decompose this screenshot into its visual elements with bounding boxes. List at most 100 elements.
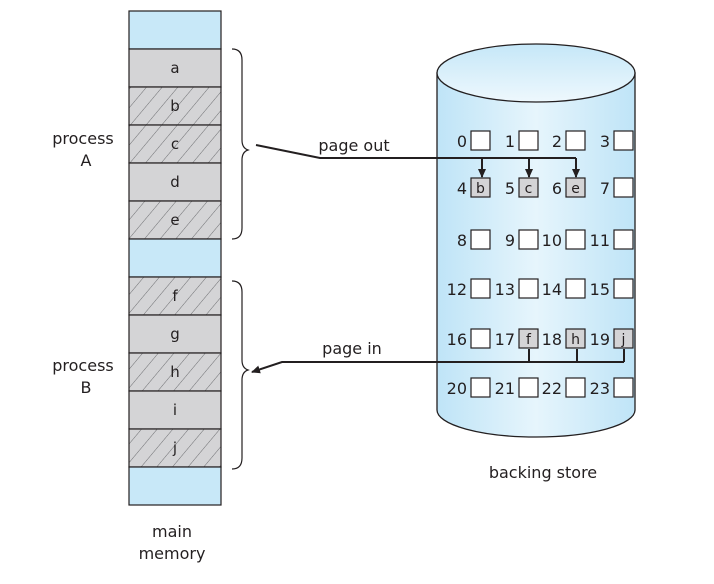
slot-number: 20 [447,379,467,398]
slot-number: 7 [600,179,610,198]
slot-box [518,328,539,349]
slot-number: 6 [552,179,562,198]
slot-box [613,278,634,299]
memory-frame [128,276,222,316]
slot-box [613,377,634,398]
memory-frame [128,238,222,278]
memory-frame-label: h [170,363,180,381]
backing-store-slot: 12 [447,278,491,299]
slot-page-label: f [526,332,532,348]
backing-store-slot: 17 f [495,328,539,349]
process-b-label-line1: process [52,356,113,375]
backing-store-slot: 15 [590,278,634,299]
memory-frame-label: e [170,211,179,229]
memory-frame [128,86,222,126]
slot-number: 21 [495,379,515,398]
slot-number: 14 [542,280,562,299]
backing-store-slot: 14 [542,278,586,299]
slot-number: 18 [542,330,562,349]
slot-box [470,328,491,349]
backing-store-slot: 21 [495,377,539,398]
process-b-label-line2: B [81,378,92,397]
slot-number: 11 [590,231,610,250]
memory-frame-label: c [171,135,179,153]
slot-number: 10 [542,231,562,250]
memory-frame [128,466,222,506]
process-a-label-line2: A [81,151,92,170]
page-in-arrow [251,349,625,374]
slot-number: 9 [505,231,515,250]
slot-page-label: j [621,332,626,348]
slot-box [613,229,634,250]
backing-store-slot: 3 [600,130,634,151]
process-a-label-line1: process [52,129,113,148]
slot-box [613,177,634,198]
memory-frame-label: j [172,439,177,457]
slot-page-label: b [476,181,485,197]
slot-box [470,229,491,250]
backing-store-slot: 10 [542,229,586,250]
backing-store-slot: 1 [505,130,539,151]
slot-box [518,377,539,398]
slot-number: 4 [457,179,467,198]
slot-box [565,229,586,250]
slot-number: 23 [590,379,610,398]
page-out-label: page out [318,136,389,155]
slot-page-label: e [571,181,580,197]
memory-frame-label: f [172,287,178,305]
backing-store-slot: 2 [552,130,586,151]
memory-frame [128,48,222,88]
slot-number: 13 [495,280,515,299]
slot-number: 15 [590,280,610,299]
backing-store-slot: 18 h [542,328,586,349]
slot-number: 1 [505,132,515,151]
slot-box [565,328,586,349]
slot-box [565,377,586,398]
backing-store-caption: backing store [489,463,597,482]
memory-frame-label: i [173,401,177,419]
memory-frame [128,428,222,468]
slot-box [470,377,491,398]
slot-box [518,229,539,250]
slot-number: 2 [552,132,562,151]
main-memory-caption-line2: memory [139,544,206,563]
memory-frame [128,10,222,50]
backing-store-slot: 9 [505,229,539,250]
backing-store-slot: 7 [600,177,634,198]
main-memory-caption-line1: main [152,522,192,541]
backing-store-slot: 23 [590,377,634,398]
slot-number: 17 [495,330,515,349]
slot-box [565,278,586,299]
slot-number: 12 [447,280,467,299]
slot-number: 0 [457,132,467,151]
backing-store-slot: 11 [590,229,634,250]
slot-box [613,328,634,349]
backing-store-slot: 22 [542,377,586,398]
backing-store-slot: 20 [447,377,491,398]
slot-number: 3 [600,132,610,151]
memory-frame [128,162,222,202]
backing-store-slot: 0 [457,130,491,151]
slot-box [565,130,586,151]
slot-box [565,177,586,198]
memory-frame-label: a [170,59,179,77]
slot-box [518,177,539,198]
process-b-brace [231,280,250,470]
page-in-label: page in [322,339,382,358]
slot-page-label: h [571,332,580,348]
backing-store-slot: 16 [447,328,491,349]
backing-store-slot: 13 [495,278,539,299]
backing-store-slot: 8 [457,229,491,250]
slot-number: 8 [457,231,467,250]
memory-frame-label: d [170,173,180,191]
slot-number: 5 [505,179,515,198]
slot-box [470,130,491,151]
memory-frame-label: b [170,97,180,115]
memory-frame [128,352,222,392]
